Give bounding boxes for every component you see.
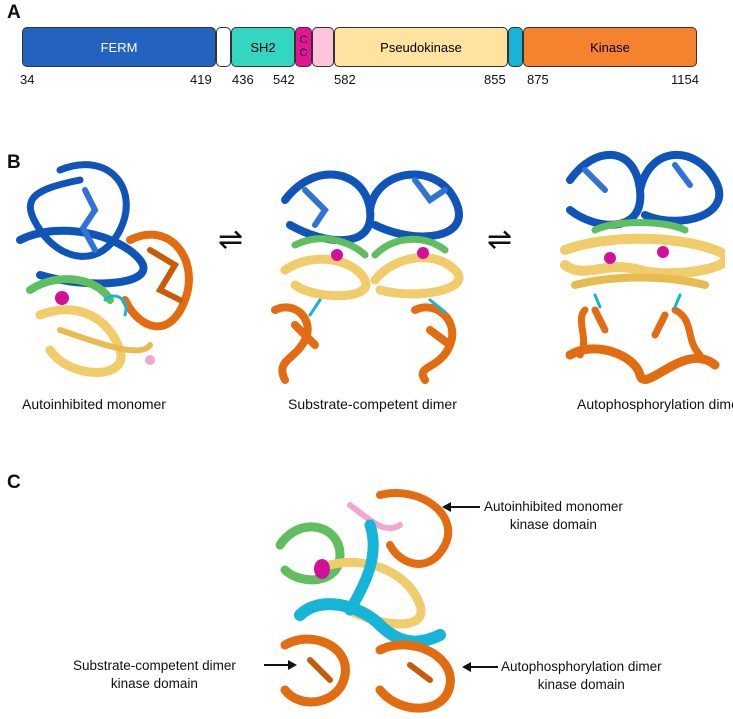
domain-ferm: FERM [22,27,216,67]
domain-label-sh2: SH2 [250,39,276,55]
domain-label-kinase: Kinase [590,39,630,55]
label-autophos-line2: kinase domain [537,677,625,692]
label-substrate-competent-kinase: Substrate-competent dimer kinase domain [73,657,236,693]
arrow-autophosphorylation [462,662,498,672]
residue-436: 436 [232,72,254,87]
domain-cc: C C [295,27,312,67]
autoinhibited-monomer-structure [16,161,193,377]
label-autoinhibited-line2: kinase domain [509,517,597,532]
label-autoinhibited-monomer-kinase: Autoinhibited monomer kinase domain [484,498,623,534]
autophosphorylation-dimer-structure [560,151,725,384]
domain-label-cc: C C [299,34,308,59]
caption-autophosphorylation-dimer: Autophosphorylation dimer [577,396,733,412]
equilibrium-arrows-2: ⇌ [487,223,513,256]
arrow-substrate-competent [264,660,297,670]
arrow-autoinhibited [442,502,480,512]
panel-b-letter: B [7,152,21,173]
residue-582: 582 [334,72,356,87]
panel-c-letter: C [7,472,21,493]
residue-1154: 1154 [671,72,699,87]
domain-sh2: SH2 [231,27,295,67]
label-autophosphorylation-kinase: Autophosphorylation dimer kinase domain [501,658,662,694]
domain-linker-3 [508,27,523,67]
residue-875: 875 [527,72,549,87]
domain-pseudokinase: Pseudokinase [334,27,508,67]
residue-419: 419 [190,72,212,87]
domain-label-ferm: FERM [100,39,138,55]
residue-34: 34 [20,72,35,87]
domain-label-pseudokinase: Pseudokinase [380,39,462,55]
caption-substrate-competent-dimer: Substrate-competent dimer [288,396,457,412]
domain-kinase: Kinase [523,27,697,67]
panel-a-letter: A [7,2,21,23]
label-substrate-line2: kinase domain [110,676,198,691]
domain-linker-2 [312,27,334,67]
label-substrate-line1: Substrate-competent dimer [73,658,236,673]
residue-542: 542 [273,72,295,87]
kinase-domain-overlay-structure [275,489,455,713]
domain-linker-1 [216,27,231,67]
caption-autoinhibited-monomer: Autoinhibited monomer [22,396,166,412]
equilibrium-arrows-1: ⇌ [218,223,244,256]
residue-855: 855 [484,72,506,87]
label-autoinhibited-line1: Autoinhibited monomer [484,499,623,514]
substrate-competent-dimer-structure [271,170,464,384]
label-autophos-line1: Autophosphorylation dimer [501,659,662,674]
